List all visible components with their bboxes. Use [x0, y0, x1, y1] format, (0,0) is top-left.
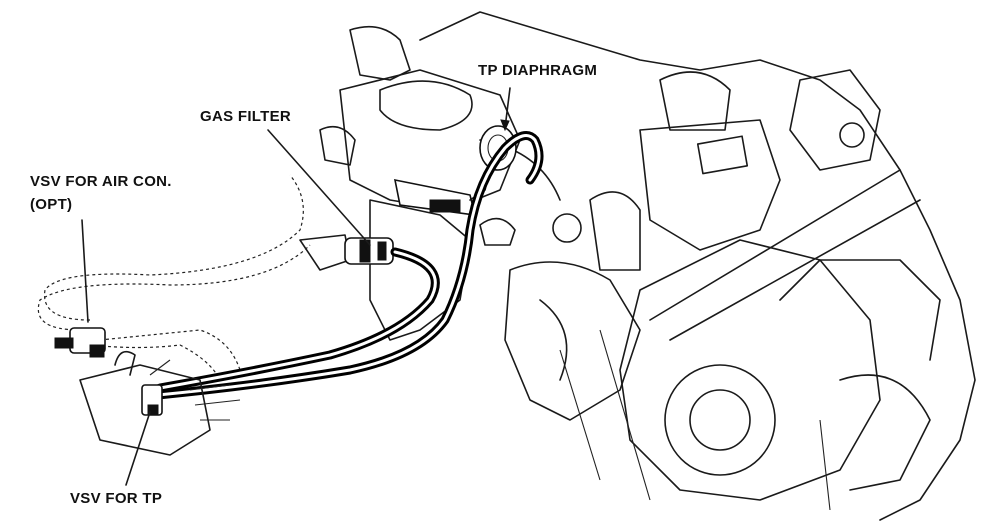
- gas-filter-leader: [267, 129, 371, 246]
- dashed-hoses: [37, 174, 311, 381]
- label-vsv-tp: VSV FOR TP: [70, 490, 163, 507]
- gas-filter-part: [344, 237, 394, 265]
- label-gas-filter: GAS FILTER: [200, 108, 292, 125]
- vsv-air-con-part: [54, 327, 106, 358]
- engine-outline: [319, 11, 976, 521]
- label-vsv-air-con: VSV FOR AIR CON.: [30, 173, 172, 190]
- label-tp-diaphragm: TP DIAPHRAGM: [478, 62, 598, 79]
- leader-lines: [81, 87, 511, 486]
- label-vsv-air-con-opt: (OPT): [30, 196, 73, 213]
- vsv-air-con-leader: [81, 219, 89, 323]
- vacuum-hose: [153, 131, 544, 400]
- vsv-tp-leader: [125, 411, 151, 486]
- vsv-tp-part: [79, 350, 241, 456]
